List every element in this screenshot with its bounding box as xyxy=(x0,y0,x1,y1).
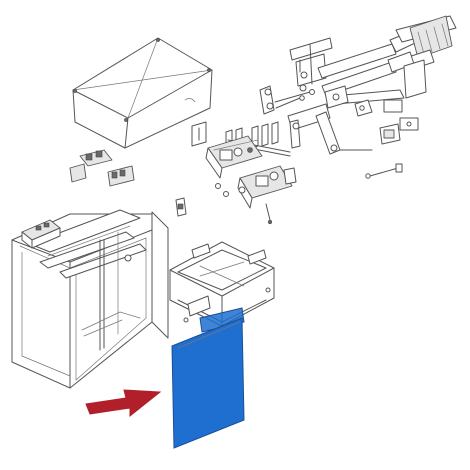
arrow-shape xyxy=(85,389,162,418)
arm-gear-block xyxy=(409,15,453,59)
gearmotor-upper xyxy=(205,135,263,179)
red-pointer-arrow xyxy=(85,389,162,418)
door-panel-top-flange xyxy=(199,307,245,333)
control-board-parts xyxy=(69,149,135,187)
crank-lever xyxy=(287,103,401,155)
small-bracket xyxy=(175,197,187,217)
door-panel-fold-line xyxy=(177,321,241,349)
operator-arm-assembly xyxy=(289,15,457,105)
door-panel-face xyxy=(171,317,245,449)
loose-screw xyxy=(365,163,403,179)
highlighted-door-panel xyxy=(171,307,245,449)
linkage-pins xyxy=(259,85,419,131)
top-cover xyxy=(72,37,213,149)
gearmotor-lower xyxy=(215,165,297,225)
cabinet-housing xyxy=(11,209,169,389)
base-frame xyxy=(169,241,275,327)
